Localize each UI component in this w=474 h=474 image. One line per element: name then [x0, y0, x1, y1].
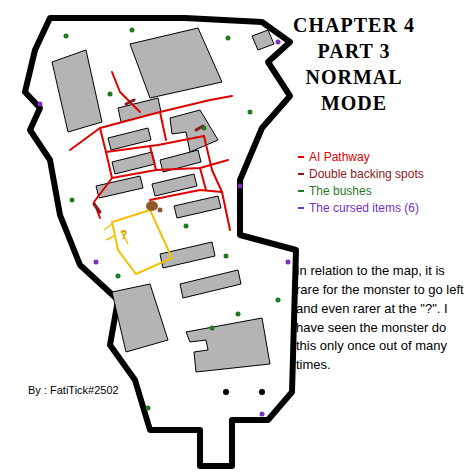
building [160, 242, 215, 268]
legend-text: The bushes [309, 184, 372, 198]
building [180, 270, 241, 298]
building [130, 28, 222, 98]
bushes [64, 28, 281, 411]
brown-blob [158, 208, 163, 213]
map-title: CHAPTER 4 PART 3 NORMAL MODE [270, 12, 438, 116]
building [96, 176, 143, 198]
building [252, 30, 274, 50]
cursed-items [38, 40, 291, 417]
building [174, 196, 221, 218]
legend-row: AI Pathway [298, 150, 370, 164]
buildings [52, 28, 274, 372]
double-backing-spots [94, 100, 203, 212]
yellow-outline [112, 210, 172, 274]
author-credit: By : FatiTick#2502 [28, 384, 168, 397]
legend-swatch [298, 156, 304, 158]
building [170, 110, 218, 152]
mystery-area [104, 201, 172, 274]
building [52, 50, 102, 132]
legend-row: Double backing spots [298, 167, 424, 181]
brown-blob [146, 201, 158, 211]
building [112, 284, 168, 352]
legend-swatch [298, 207, 304, 209]
legend-text: The cursed items (6) [309, 201, 419, 215]
question-mark: ? [120, 228, 134, 242]
map-boundary [25, 18, 296, 466]
legend-text: Double backing spots [309, 167, 424, 181]
building [186, 318, 270, 372]
black-markers [223, 389, 265, 395]
ai-pathway [70, 72, 232, 230]
legend-text: AI Pathway [309, 150, 370, 164]
legend-swatch [298, 190, 304, 192]
map-note: In relation to the map, it is rare for t… [296, 262, 468, 375]
legend-row: The bushes [298, 184, 372, 198]
legend-swatch [298, 173, 304, 175]
legend-row: The cursed items (6) [298, 201, 419, 215]
